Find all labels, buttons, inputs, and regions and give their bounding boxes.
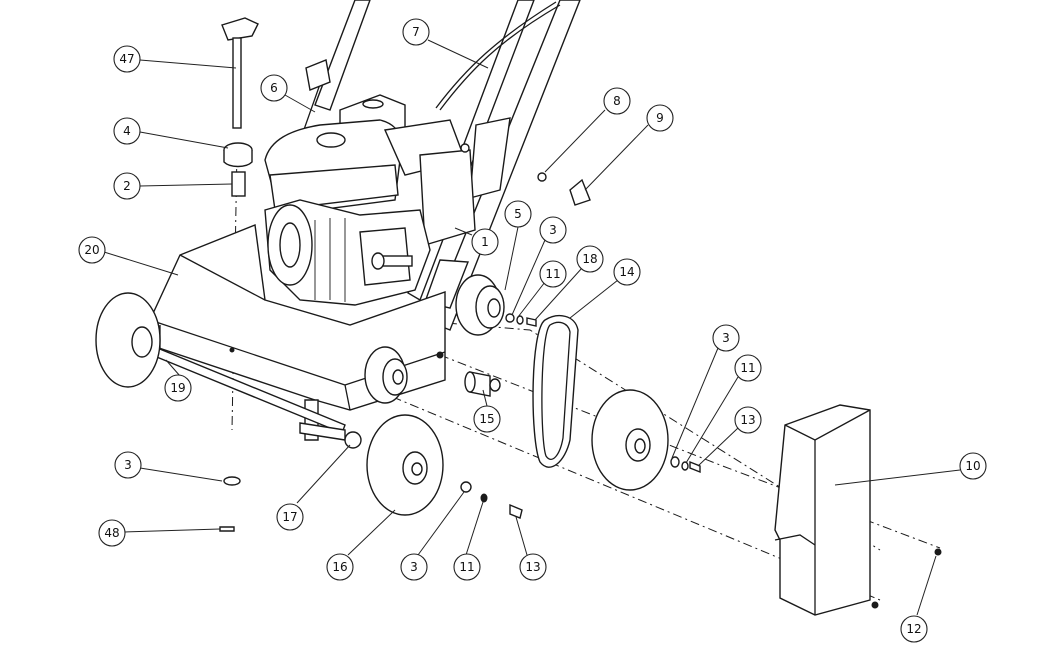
svg-text:16: 16 xyxy=(332,560,347,574)
callout-11-b: 11 xyxy=(734,354,762,382)
svg-text:3: 3 xyxy=(410,560,418,574)
callout-48: 48 xyxy=(98,519,126,547)
svg-text:19: 19 xyxy=(170,381,185,395)
callout-8: 8 xyxy=(603,87,631,115)
engine xyxy=(264,94,476,306)
svg-text:7: 7 xyxy=(412,25,420,39)
spacer-15 xyxy=(464,371,501,397)
callout-12: 12 xyxy=(900,615,928,643)
svg-text:14: 14 xyxy=(619,265,634,279)
svg-text:47: 47 xyxy=(119,52,134,66)
svg-text:15: 15 xyxy=(479,412,494,426)
engine-pulley xyxy=(455,274,537,336)
callout-5: 5 xyxy=(504,200,532,228)
deck-pulley xyxy=(364,346,408,404)
svg-text:1: 1 xyxy=(481,235,489,249)
small-parts xyxy=(219,17,591,532)
callout-1: 1 xyxy=(471,228,499,256)
belt-guard xyxy=(774,404,942,616)
svg-text:3: 3 xyxy=(124,458,132,472)
callout-11-c: 11 xyxy=(453,553,481,581)
drive-wheel xyxy=(591,389,701,491)
svg-text:12: 12 xyxy=(906,622,921,636)
svg-text:11: 11 xyxy=(459,560,474,574)
callouts: 47 4 2 20 6 7 8 9 1 5 3 11 18 14 3 11 13… xyxy=(78,18,987,643)
throttle-cable xyxy=(435,1,561,111)
svg-text:10: 10 xyxy=(965,459,980,473)
svg-text:18: 18 xyxy=(582,252,597,266)
svg-text:5: 5 xyxy=(514,207,522,221)
callout-16: 16 xyxy=(326,553,354,581)
callout-47: 47 xyxy=(113,45,141,73)
callout-20: 20 xyxy=(78,236,106,264)
svg-text:6: 6 xyxy=(270,81,278,95)
callout-9: 9 xyxy=(646,104,674,132)
callout-2: 2 xyxy=(113,172,141,200)
svg-text:11: 11 xyxy=(740,361,755,375)
svg-text:3: 3 xyxy=(549,223,557,237)
callout-3-d: 3 xyxy=(400,553,428,581)
svg-text:11: 11 xyxy=(545,267,560,281)
svg-text:13: 13 xyxy=(525,560,540,574)
svg-text:4: 4 xyxy=(123,124,131,138)
svg-text:20: 20 xyxy=(84,243,99,257)
svg-text:48: 48 xyxy=(104,526,119,540)
callout-4: 4 xyxy=(113,117,141,145)
callout-15: 15 xyxy=(473,405,501,433)
callout-7: 7 xyxy=(402,18,430,46)
svg-text:9: 9 xyxy=(656,111,664,125)
callout-19: 19 xyxy=(164,374,192,402)
callout-10: 10 xyxy=(959,452,987,480)
callout-14: 14 xyxy=(613,258,641,286)
svg-text:2: 2 xyxy=(123,179,131,193)
callout-17: 17 xyxy=(276,503,304,531)
svg-text:8: 8 xyxy=(613,94,621,108)
callout-11-a: 11 xyxy=(539,260,567,288)
callout-13-b: 13 xyxy=(519,553,547,581)
callout-18: 18 xyxy=(576,245,604,273)
drive-belt xyxy=(532,314,579,468)
svg-text:3: 3 xyxy=(722,331,730,345)
svg-text:13: 13 xyxy=(740,413,755,427)
rear-left-wheel xyxy=(95,292,161,388)
callout-13-a: 13 xyxy=(734,406,762,434)
callout-3-a: 3 xyxy=(539,216,567,244)
svg-text:17: 17 xyxy=(282,510,297,524)
callout-3-c: 3 xyxy=(114,451,142,479)
callout-6: 6 xyxy=(260,74,288,102)
callout-3-b: 3 xyxy=(712,324,740,352)
leader-lines xyxy=(103,39,961,616)
front-wheel xyxy=(344,414,523,519)
